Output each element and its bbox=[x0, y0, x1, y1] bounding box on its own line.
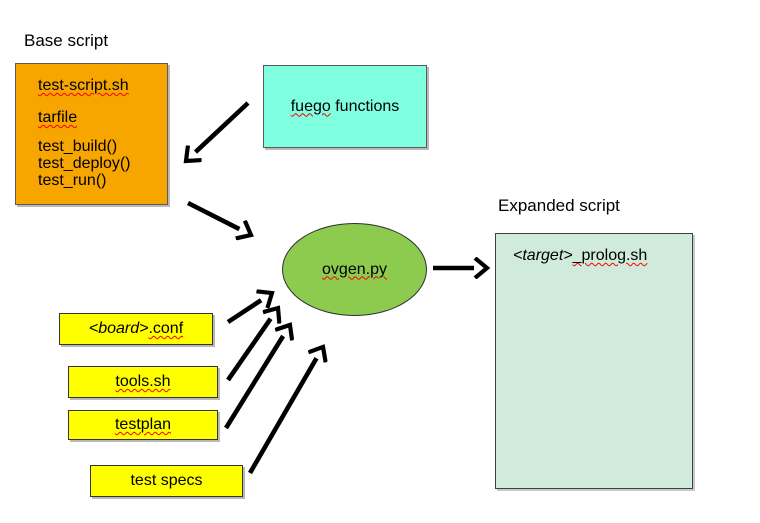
ovgen-label: ovgen.py bbox=[322, 260, 387, 278]
ovgen-ellipse: ovgen.py bbox=[282, 223, 427, 316]
fuego-word: fuego bbox=[290, 97, 331, 115]
conf-suffix: .conf bbox=[148, 320, 184, 337]
base-item-text: test_run() bbox=[38, 172, 107, 189]
test-specs-label: test specs bbox=[130, 472, 203, 489]
testplan-label: testplan bbox=[114, 416, 172, 433]
base-item-text: test-script.sh bbox=[38, 77, 129, 94]
functions-word: functions bbox=[330, 97, 400, 115]
fuego-functions-box: fuego functions bbox=[263, 65, 427, 148]
tools-label: tools.sh bbox=[115, 373, 171, 390]
input-box-tools-sh: tools.sh bbox=[68, 366, 218, 398]
base-item-test-script: test-script.sh bbox=[38, 77, 167, 94]
target-placeholder: <target> bbox=[513, 247, 573, 264]
arrow-testplan-to-ovgen bbox=[224, 336, 283, 430]
expanded-script-label: Expanded script bbox=[498, 196, 620, 215]
base-item-text: test_deploy() bbox=[38, 155, 131, 172]
base-item-test-deploy: test_deploy() bbox=[38, 155, 167, 172]
base-script-label: Base script bbox=[24, 31, 109, 50]
base-item-text: tarfile bbox=[38, 109, 78, 126]
input-box-testplan: testplan bbox=[68, 410, 218, 440]
base-item-tarfile: tarfile bbox=[38, 109, 167, 126]
base-item-test-build: test_build() bbox=[38, 138, 167, 155]
base-item-text: test_build() bbox=[38, 138, 118, 155]
base-script-box: test-script.sh tarfile test_build() test… bbox=[15, 63, 168, 205]
arrow-base-to-ovgen bbox=[186, 200, 239, 229]
expanded-script-box: <target>_prolog.sh bbox=[495, 233, 693, 489]
base-item-test-run: test_run() bbox=[38, 172, 167, 189]
arrow-specs-to-ovgen bbox=[248, 358, 317, 475]
arrow-fuego-to-base bbox=[196, 101, 250, 152]
input-box-board-conf: <board>.conf bbox=[59, 313, 213, 345]
input-box-test-specs: test specs bbox=[90, 465, 243, 497]
arrow-tools-to-ovgen bbox=[226, 319, 271, 382]
board-placeholder: <board> bbox=[88, 320, 149, 337]
arrow-board-to-ovgen bbox=[226, 300, 261, 324]
prolog-filename: _prolog.sh bbox=[572, 247, 648, 264]
